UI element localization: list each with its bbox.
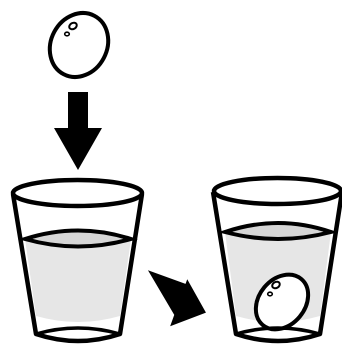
glass-with-sunken-egg (213, 178, 342, 341)
left-water-surface (25, 231, 131, 247)
diagonal-arrow-icon (133, 266, 215, 337)
right-water-surface (225, 223, 331, 239)
falling-egg (39, 3, 119, 88)
glass-with-water (13, 180, 142, 341)
left-glass-base (36, 328, 120, 334)
falling-egg-highlight-small (65, 32, 70, 36)
right-glass-rim (214, 178, 341, 204)
left-glass-rim (13, 180, 142, 206)
down-arrow-icon (54, 92, 102, 170)
falling-egg-shell (39, 3, 119, 88)
sunken-egg-highlight-small (268, 292, 273, 296)
